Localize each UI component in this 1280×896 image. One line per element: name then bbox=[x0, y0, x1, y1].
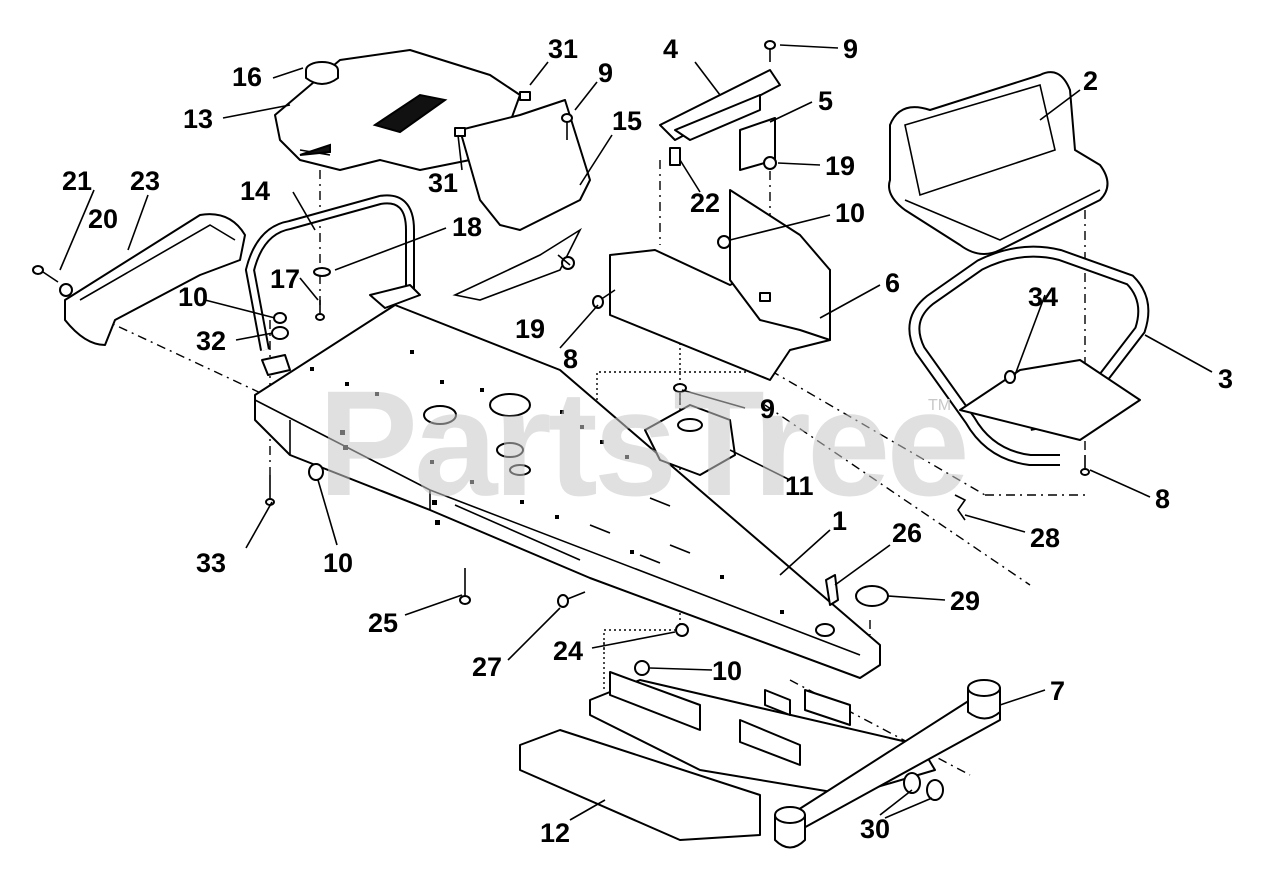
pivot-block-part-11 bbox=[644, 404, 736, 476]
callout-33: 33 bbox=[196, 548, 226, 578]
callout-15: 15 bbox=[612, 106, 642, 136]
callout-14: 14 bbox=[240, 176, 270, 206]
callout-27: 27 bbox=[472, 652, 502, 682]
callout-12: 12 bbox=[540, 818, 570, 848]
callout-18: 18 bbox=[452, 212, 482, 242]
bracket-part-4 bbox=[659, 69, 781, 141]
callout-3: 3 bbox=[1218, 364, 1233, 394]
hardware bbox=[32, 40, 1090, 676]
callout-25: 25 bbox=[368, 608, 398, 638]
seat-mount-part-6 bbox=[609, 189, 831, 381]
callout-19: 19 bbox=[515, 314, 545, 344]
callout-16: 16 bbox=[232, 62, 262, 92]
callout-34: 34 bbox=[1028, 282, 1058, 312]
footplate-part-12 bbox=[519, 623, 936, 841]
callout-19: 19 bbox=[825, 151, 855, 181]
callout-31: 31 bbox=[548, 34, 578, 64]
clip-part-26 bbox=[825, 574, 839, 606]
callout-13: 13 bbox=[183, 104, 213, 134]
callout-9: 9 bbox=[598, 58, 613, 88]
plate-part-15 bbox=[452, 99, 591, 301]
handle-part-14 bbox=[244, 194, 421, 376]
watermark-trademark: TM bbox=[928, 397, 951, 414]
callout-9: 9 bbox=[760, 394, 775, 424]
callout-10: 10 bbox=[712, 656, 742, 686]
fuel-cap-part-16 bbox=[305, 61, 339, 85]
callout-22: 22 bbox=[690, 188, 720, 218]
callout-23: 23 bbox=[130, 166, 160, 196]
callout-4: 4 bbox=[663, 34, 678, 64]
callout-20: 20 bbox=[88, 204, 118, 234]
callout-6: 6 bbox=[885, 268, 900, 298]
seat-part-2 bbox=[888, 71, 1109, 255]
callout-5: 5 bbox=[818, 86, 833, 116]
pin-part-28 bbox=[954, 494, 967, 521]
callout-32: 32 bbox=[196, 326, 226, 356]
leader-lines bbox=[59, 44, 1213, 821]
callout-9: 9 bbox=[843, 34, 858, 64]
callout-29: 29 bbox=[950, 586, 980, 616]
callout-8: 8 bbox=[1155, 484, 1170, 514]
callout-1: 1 bbox=[832, 506, 847, 536]
spacers-part-30 bbox=[903, 772, 944, 801]
callout-10: 10 bbox=[323, 548, 353, 578]
callout-7: 7 bbox=[1050, 676, 1065, 706]
callouts: 1 2 3 4 5 6 7 8 8 9 9 9 10 10 10 10 11 1… bbox=[62, 34, 1233, 848]
front-axle-part-7 bbox=[774, 679, 1001, 849]
callout-10: 10 bbox=[178, 282, 208, 312]
callout-17: 17 bbox=[270, 264, 300, 294]
frame-part-1 bbox=[254, 304, 881, 679]
bumper-part-23 bbox=[64, 213, 246, 346]
callout-2: 2 bbox=[1083, 66, 1098, 96]
callout-8: 8 bbox=[563, 344, 578, 374]
plug-part-29 bbox=[855, 585, 889, 607]
callout-26: 26 bbox=[892, 518, 922, 548]
callout-21: 21 bbox=[62, 166, 92, 196]
callout-10: 10 bbox=[835, 198, 865, 228]
callout-11: 11 bbox=[785, 471, 814, 501]
callout-30: 30 bbox=[860, 814, 890, 844]
callout-31: 31 bbox=[428, 168, 458, 198]
callout-24: 24 bbox=[553, 636, 583, 666]
watermark: PartsTree bbox=[318, 359, 966, 527]
callout-28: 28 bbox=[1030, 523, 1060, 553]
